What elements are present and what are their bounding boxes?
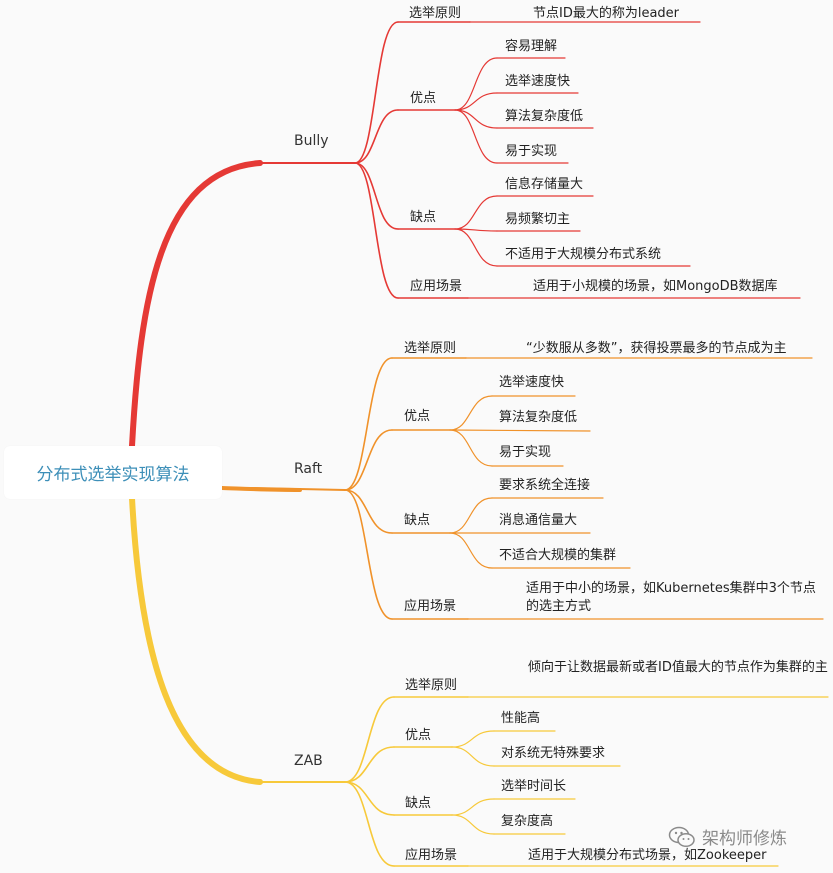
zab-cat-2-item-1-link <box>451 814 495 835</box>
zab-cat-2-item-0-link <box>451 798 495 816</box>
bully-cons-item-2[interactable]: 不适用于大规模分布式系统 <box>505 247 662 262</box>
branch-bully-label[interactable]: Bully <box>294 133 329 149</box>
raft-pros-item-1[interactable]: 算法复杂度低 <box>499 410 578 425</box>
root-label: 分布式选举实现算法 <box>36 465 190 485</box>
bully-cat-2-item-2-link <box>454 228 498 267</box>
zab-cat-0-link <box>344 696 395 783</box>
zab-root-link <box>129 495 263 785</box>
branch-zab-label[interactable]: ZAB <box>294 753 323 769</box>
bully-pros-item-1[interactable]: 选举速度快 <box>505 74 571 89</box>
raft-cat-2-link <box>344 489 393 534</box>
raft-pros-item-0[interactable]: 选举速度快 <box>499 375 565 390</box>
bully-cat-3-link <box>354 162 399 299</box>
bully-cat-2-link <box>354 162 399 230</box>
raft-cat-2-item-0-link <box>449 497 493 534</box>
raft-cat-1-item-2-link <box>449 429 493 467</box>
raft-cat-3-link <box>344 489 393 620</box>
bully-pros-item-3[interactable]: 易于实现 <box>505 144 558 159</box>
bully-cat-1-item-1-link <box>454 92 498 111</box>
zab-pros-item-0[interactable]: 性能高 <box>501 711 541 726</box>
raft-cons-item-0[interactable]: 要求系统全连接 <box>499 478 591 493</box>
zab-cat-2-link <box>344 781 395 816</box>
zab-cat-1-item-0-link <box>451 730 495 748</box>
bully-scenario-item-0[interactable]: 适用于小规模的场景，如MongoDB数据库 <box>533 279 778 294</box>
zab-cat-1-item-1-link <box>451 746 495 767</box>
zab-principle-label[interactable]: 选举原则 <box>405 678 458 693</box>
bully-cat-1-item-2-link <box>454 109 498 129</box>
branch-raft-label[interactable]: Raft <box>294 461 323 477</box>
zab-cons-label[interactable]: 缺点 <box>405 796 432 811</box>
raft-cat-0-link <box>344 357 393 491</box>
wechat-icon <box>668 826 695 847</box>
watermark-text: 架构师修炼 <box>702 829 787 849</box>
zab-principle-item-0[interactable]: 倾向于让数据最新或者ID值最大的节点作为集群的主 <box>528 660 828 675</box>
bully-pros-label[interactable]: 优点 <box>410 91 437 106</box>
raft-cons-label[interactable]: 缺点 <box>404 513 431 528</box>
zab-cons-item-1[interactable]: 复杂度高 <box>501 814 554 829</box>
zab-cat-3-link <box>344 781 395 867</box>
raft-principle-label[interactable]: 选举原则 <box>404 341 457 356</box>
bully-cons-item-0[interactable]: 信息存储量大 <box>505 177 584 192</box>
raft-principle-item-0[interactable]: “少数服从多数”，获得投票最多的节点成为主 <box>526 341 787 356</box>
zab-scenario-item-0[interactable]: 适用于大规模分布式场景，如Zookeeper <box>528 848 767 863</box>
bully-cat-2-item-0-link <box>454 195 498 230</box>
bully-principle-label[interactable]: 选举原则 <box>409 6 462 21</box>
bully-scenario-label[interactable]: 应用场景 <box>410 279 463 294</box>
raft-pros-label[interactable]: 优点 <box>404 409 431 424</box>
bully-pros-item-2[interactable]: 算法复杂度低 <box>505 109 584 124</box>
raft-cons-item-2[interactable]: 不适合大规模的集群 <box>499 548 617 563</box>
bully-cat-1-link <box>354 109 399 164</box>
bully-root-link <box>129 160 263 449</box>
bully-cat-1-item-3-link <box>454 109 498 164</box>
root-node[interactable]: 分布式选举实现算法 <box>4 446 222 499</box>
raft-cons-item-1[interactable]: 消息通信量大 <box>499 513 578 528</box>
bully-cat-0-link <box>354 21 399 164</box>
raft-pros-item-2[interactable]: 易于实现 <box>499 445 552 460</box>
zab-scenario-label[interactable]: 应用场景 <box>405 848 458 863</box>
bully-cons-label[interactable]: 缺点 <box>410 210 437 225</box>
zab-cons-item-0[interactable]: 选举时间长 <box>501 779 567 794</box>
raft-cat-1-link <box>344 429 393 491</box>
zab-pros-item-1[interactable]: 对系统无特殊要求 <box>501 746 606 761</box>
raft-cat-1-item-1-line <box>449 429 591 432</box>
raft-cat-2-item-2-link <box>449 532 493 569</box>
raft-scenario-item-0[interactable]: 适用于中小的场景，如Kubernetes集群中3个节点的选主方式 <box>526 581 816 614</box>
zab-pros-label[interactable]: 优点 <box>405 728 432 743</box>
watermark: 架构师修炼 <box>668 824 787 849</box>
zab-cat-1-link <box>344 746 395 783</box>
bully-principle-item-0[interactable]: 节点ID最大的称为leader <box>533 6 680 21</box>
raft-cat-1-item-0-link <box>449 395 493 431</box>
bully-cat-2-item-1-link <box>454 228 498 232</box>
bully-cat-1-item-0-link <box>454 57 498 111</box>
bully-pros-item-0[interactable]: 容易理解 <box>505 39 558 54</box>
raft-root-link <box>220 486 302 492</box>
bully-cons-item-1[interactable]: 易频繁切主 <box>505 212 571 227</box>
raft-scenario-label[interactable]: 应用场景 <box>404 599 457 614</box>
raft-underline <box>251 487 346 491</box>
